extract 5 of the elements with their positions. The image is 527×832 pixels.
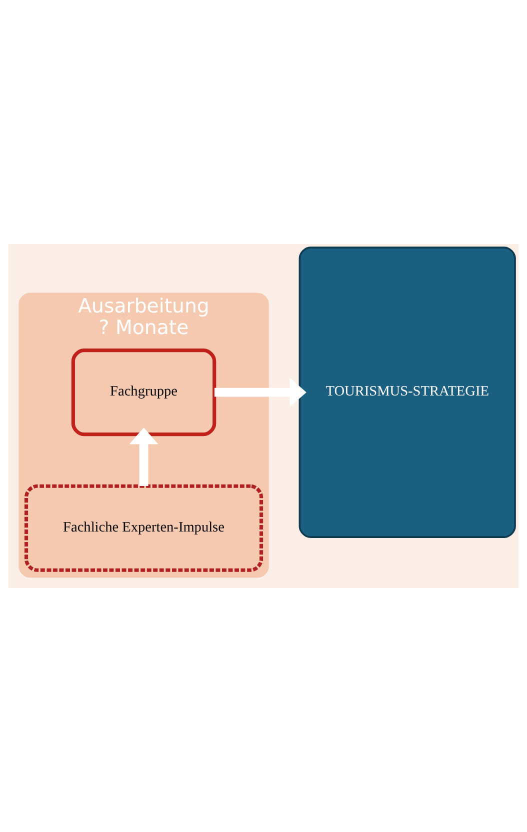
arrow	[129, 428, 158, 486]
node-box: Fachgruppe	[71, 348, 216, 436]
arrow	[214, 378, 306, 407]
node-box: TOURISMUS-STRATEGIE	[298, 246, 516, 538]
node-box: Fachliche Experten-Impulse	[24, 484, 264, 572]
